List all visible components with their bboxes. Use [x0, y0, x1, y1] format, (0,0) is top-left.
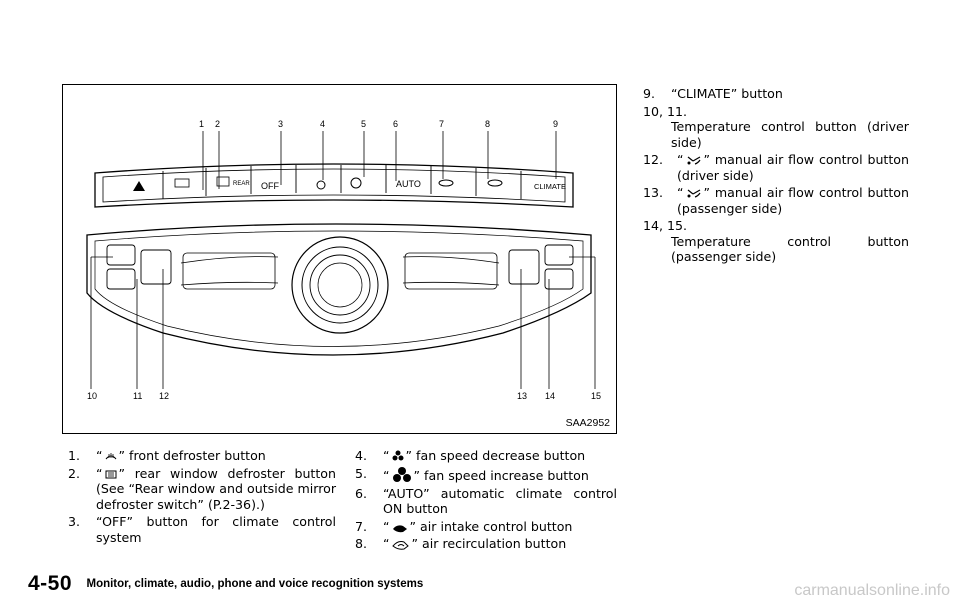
- off-label: OFF: [261, 181, 279, 191]
- watermark: carmanualsonline.info: [794, 582, 950, 599]
- callout-1: 1: [199, 119, 204, 129]
- list-item: 14, 15. Temperature control button (pass…: [643, 218, 909, 264]
- callout-14: 14: [545, 391, 555, 401]
- air-intake-icon: [392, 524, 407, 532]
- list-item: 8. “” air recirculation button: [355, 536, 567, 551]
- callout-7: 7: [439, 119, 444, 129]
- section-title: Monitor, climate, audio, phone and voice…: [86, 578, 424, 590]
- climate-label: CLIMATE: [534, 182, 566, 191]
- right-list: 9. “CLIMATE” button 10, 11. Temperature …: [643, 86, 909, 267]
- fan-large-icon: [392, 466, 411, 482]
- rear-label: REAR: [233, 181, 250, 187]
- callout-9: 9: [553, 119, 558, 129]
- figure-code: SAA2952: [565, 417, 610, 429]
- list-item: 4. “” fan speed decrease button: [355, 448, 586, 463]
- page-footer: 4-50 Monitor, climate, audio, phone and …: [28, 572, 423, 596]
- list-item: 9. “CLIMATE” button: [643, 86, 783, 101]
- callout-15: 15: [591, 391, 601, 401]
- auto-label: AUTO: [396, 179, 421, 189]
- list-item: 5. “” fan speed increase button: [355, 465, 589, 483]
- manual-airflow-icon: [687, 189, 701, 198]
- callout-5: 5: [361, 119, 366, 129]
- list-item: 3. “OFF” button for climate control syst…: [68, 514, 336, 545]
- callout-8: 8: [485, 119, 490, 129]
- callout-11: 11: [133, 391, 142, 401]
- callout-10: 10: [87, 391, 97, 401]
- fan-small-icon: [392, 450, 404, 461]
- list-item: 7. “” air intake control button: [355, 518, 573, 534]
- page-number: 4-50: [28, 572, 73, 595]
- list-item: 10, 11. Temperature control button (driv…: [643, 103, 909, 150]
- callout-12: 12: [159, 391, 169, 401]
- middle-list: 4. “” fan speed decrease button 5. “” fa…: [355, 448, 617, 554]
- callout-3: 3: [278, 119, 283, 129]
- list-item: 13. “” manual air flow control button (p…: [643, 185, 909, 216]
- callout-2: 2: [215, 119, 220, 129]
- manual-airflow-icon: [687, 156, 701, 165]
- climate-panel-illustration: REAR OFF AUTO CLIMATE 1: [86, 119, 601, 401]
- list-item: 12. “” manual air flow control button (d…: [643, 152, 909, 183]
- left-list: 1. “” front defroster button 2. “” rear …: [68, 448, 336, 547]
- front-defroster-icon: [105, 453, 116, 460]
- list-item: 1. “” front defroster button: [68, 448, 266, 463]
- list-item: 2. “” rear window defroster button (See …: [68, 465, 336, 512]
- rear-defroster-icon: [105, 470, 117, 478]
- list-item: 6. “AUTO” automatic climate control ON b…: [355, 485, 617, 517]
- callout-13: 13: [517, 391, 527, 401]
- callout-4: 4: [320, 119, 325, 129]
- climate-control-figure: REAR OFF AUTO CLIMATE 1: [62, 84, 617, 434]
- callout-6: 6: [393, 119, 398, 129]
- air-recirculation-icon: [391, 541, 409, 550]
